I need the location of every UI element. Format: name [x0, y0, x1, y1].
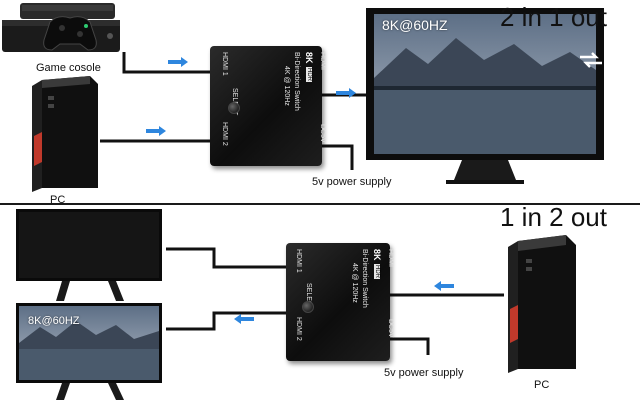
pc-tower-icon	[508, 235, 576, 373]
pc-label: PC	[534, 379, 550, 391]
arrow-left-icon	[234, 314, 254, 324]
port-out-label: HDMI	[387, 249, 394, 267]
hdr-badge: HDR	[374, 264, 380, 279]
select-button	[302, 301, 314, 313]
port-out-label: HDMI	[319, 52, 326, 70]
game-console-label: Game cosole	[36, 62, 101, 74]
switch-spec: 4K @ 120Hz	[351, 263, 358, 303]
power-supply-label: 5v power supply	[312, 176, 392, 188]
port-1-label: HDMI 1	[295, 249, 302, 273]
port-1-label: HDMI 1	[221, 52, 228, 76]
bottom-section: 8K@60HZ 8K HDR Bi-Direction Switch 4K @ …	[0, 202, 640, 403]
monitor-display	[366, 8, 604, 184]
select-button	[228, 102, 240, 114]
swap-arrows-icon	[580, 52, 602, 68]
section-title: 1 in 2 out	[500, 202, 607, 232]
arrow-left-icon	[434, 281, 454, 291]
tv-display	[16, 209, 162, 301]
hdmi-switch: 8K HDR Bi-Direction Switch 4K @ 120Hz HD…	[286, 243, 394, 361]
section-title: 2 in 1 out	[500, 2, 607, 32]
power-supply-label: 5v power supply	[384, 367, 464, 379]
switch-name: Bi-Direction Switch	[361, 249, 368, 308]
port-dc-label: DC5V	[319, 124, 326, 143]
switch-logo: 8K	[304, 52, 314, 64]
switch-spec: 4K @ 120Hz	[283, 66, 290, 106]
section-divider	[0, 203, 640, 205]
tv-display	[16, 303, 162, 400]
hdr-badge: HDR	[306, 67, 312, 82]
port-dc-label: DC5V	[387, 319, 394, 338]
top-section: Game cosole PC 8K HDR Bi-Direction Switc…	[2, 2, 607, 206]
port-2-label: HDMI 2	[221, 122, 228, 146]
pc-tower-icon	[32, 76, 98, 192]
switch-name: Bi-Direction Switch	[293, 52, 300, 111]
screen-resolution-text: 8K@60HZ	[28, 315, 80, 327]
arrow-right-icon	[336, 88, 356, 98]
game-console-icon	[2, 3, 120, 52]
arrow-right-icon	[146, 126, 166, 136]
port-2-label: HDMI 2	[295, 317, 302, 341]
screen-resolution-text: 8K@60HZ	[382, 17, 448, 33]
arrow-right-icon	[168, 57, 188, 67]
switch-logo: 8K	[372, 249, 382, 261]
hdmi-switch: 8K HDR Bi-Direction Switch 4K @ 120Hz HD…	[210, 46, 326, 166]
